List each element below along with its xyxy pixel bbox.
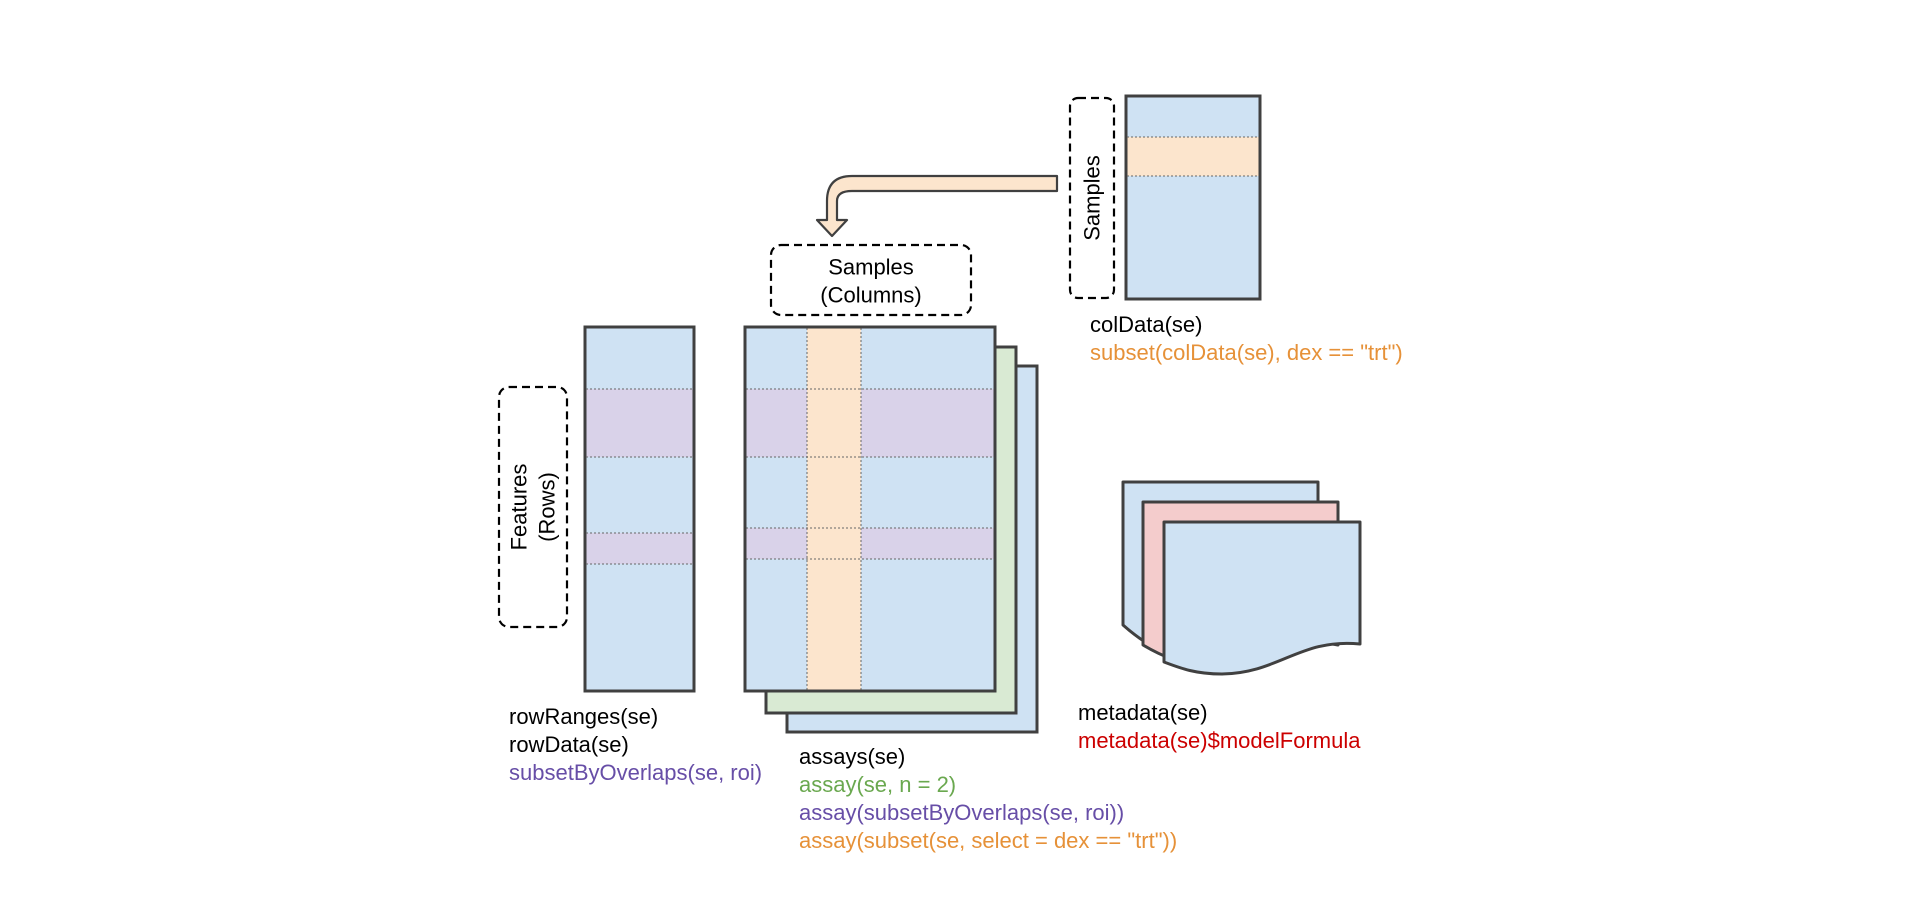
coldata-panel: Samples xyxy=(1068,94,1262,301)
rowdata-label-0: rowRanges(se) xyxy=(509,704,659,729)
samples-columns-label-line2: (Columns) xyxy=(820,283,921,308)
assay-row-highlight-2 xyxy=(746,528,994,559)
metadata-labels: metadata(se) metadata(se)$modelFormula xyxy=(1078,699,1360,755)
assay-sheet-1 xyxy=(743,325,997,693)
assay-label-2: assay(subsetByOverlaps(se, roi)) xyxy=(799,800,1125,825)
rowdata-panel xyxy=(583,325,696,693)
assay-labels: assays(se) assay(se, n = 2) assay(subset… xyxy=(799,743,1177,855)
rowdata-labels: rowRanges(se) rowData(se) subsetByOverla… xyxy=(509,703,762,787)
metadata-label-1: metadata(se)$modelFormula xyxy=(1078,728,1361,753)
samples-dashed-box xyxy=(1068,96,1116,300)
rowdata-table xyxy=(583,325,696,693)
features-label-line2: (Rows) xyxy=(535,472,560,542)
rowdata-highlight-1 xyxy=(586,389,693,457)
samples-vertical-label: Samples xyxy=(1080,155,1105,241)
assay-label-3: assay(subset(se, select = dex == "trt")) xyxy=(799,828,1178,853)
transfer-arrow-shape xyxy=(815,174,1059,238)
coldata-label-1: subset(colData(se), dex == "trt") xyxy=(1090,340,1403,365)
features-rows-dashed-box xyxy=(497,385,569,629)
assay-column-highlight xyxy=(807,328,861,690)
features-label-line1: Features xyxy=(507,464,532,551)
metadata-panel xyxy=(1121,480,1362,676)
coldata-label-0: colData(se) xyxy=(1090,312,1203,337)
coldata-selected-row xyxy=(1127,137,1259,176)
metadata-doc-3 xyxy=(1162,520,1362,676)
metadata-label-0: metadata(se) xyxy=(1078,700,1208,725)
samples-columns-dashed-box xyxy=(769,243,973,317)
rowdata-label-1: rowData(se) xyxy=(509,732,629,757)
rowdata-label-2: subsetByOverlaps(se, roi) xyxy=(509,760,763,785)
assay-row-highlight-1 xyxy=(746,389,994,457)
assays-panel xyxy=(743,325,1039,734)
coldata-labels: colData(se) subset(colData(se), dex == "… xyxy=(1090,311,1403,367)
assay-label-0: assays(se) xyxy=(799,744,906,769)
assay-label-1: assay(se, n = 2) xyxy=(799,772,957,797)
coldata-table xyxy=(1124,94,1262,301)
rowdata-highlight-2 xyxy=(586,533,693,564)
samples-columns-label-line1: Samples xyxy=(828,255,914,280)
